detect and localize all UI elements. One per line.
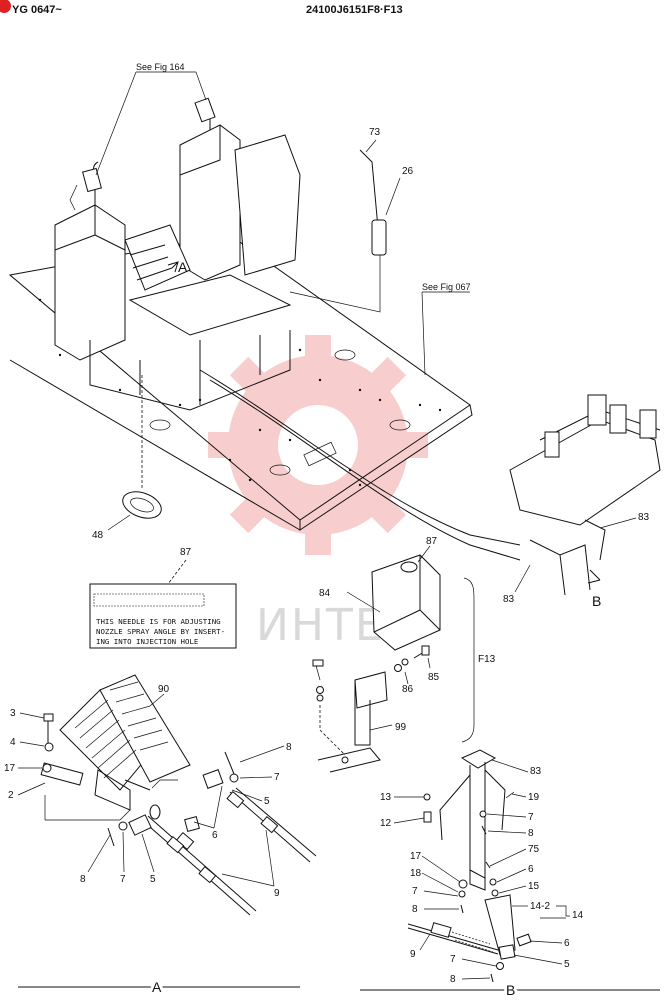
callout-7a: 7 xyxy=(274,772,280,783)
callout-19: 19 xyxy=(528,792,540,803)
callout-85: 85 xyxy=(428,672,440,683)
callout-7b: 7 xyxy=(120,874,126,885)
callout-17a: 17 xyxy=(4,763,16,774)
callout-73: 73 xyxy=(369,127,381,138)
callout-7e: 7 xyxy=(450,954,456,965)
callout-5c: 5 xyxy=(564,959,570,970)
callout-83b: 83 xyxy=(503,594,515,605)
callout-9b: 9 xyxy=(410,949,416,960)
callout-90: 90 xyxy=(158,684,170,695)
ref-fig-067: See Fig 067 xyxy=(422,282,471,292)
header-right-ref: 24100J6151F8·F13 xyxy=(306,4,403,16)
callout-87a: 87 xyxy=(180,547,192,558)
callout-75: 75 xyxy=(528,844,540,855)
needle-tool xyxy=(289,139,401,313)
callout-8c: 8 xyxy=(528,828,534,839)
note-line-3: ING INTO INJECTION HOLE xyxy=(96,637,198,646)
callout-15: 15 xyxy=(528,881,540,892)
callout-18: 18 xyxy=(410,868,422,879)
callout-17b: 17 xyxy=(410,851,422,862)
pedal-assembly xyxy=(40,674,317,916)
note-line-1: THIS NEEDLE IS FOR ADJUSTING xyxy=(96,617,221,626)
callout-8e: 8 xyxy=(450,974,456,985)
callout-13: 13 xyxy=(380,792,392,803)
callout-86: 86 xyxy=(402,684,414,695)
group-f13: F13 xyxy=(478,654,496,665)
corner-marker xyxy=(0,0,11,13)
callout-2: 2 xyxy=(8,790,14,801)
callout-48: 48 xyxy=(92,530,104,541)
callout-14: 14 xyxy=(572,910,584,921)
callout-12: 12 xyxy=(380,818,392,829)
callout-84: 84 xyxy=(319,588,331,599)
callout-5b: 5 xyxy=(150,874,156,885)
caution-label-plate: THIS NEEDLE IS FOR ADJUSTING NOZZLE SPRA… xyxy=(89,559,237,649)
container-bracket xyxy=(312,545,441,773)
callout-14-2: 14-2 xyxy=(530,901,550,912)
arrow-label-b: B xyxy=(592,593,601,609)
callout-8b: 8 xyxy=(80,874,86,885)
callout-9a: 9 xyxy=(274,888,280,899)
callout-4: 4 xyxy=(10,737,16,748)
callout-83a: 83 xyxy=(638,512,650,523)
view-b-label: B xyxy=(506,982,515,998)
callout-99: 99 xyxy=(395,722,407,733)
callout-87b: 87 xyxy=(426,536,438,547)
callout-3: 3 xyxy=(10,708,16,719)
ref-fig-164: See Fig 164 xyxy=(136,62,185,72)
callout-6a: 6 xyxy=(212,830,218,841)
callout-6c: 6 xyxy=(564,938,570,949)
callout-7d: 7 xyxy=(412,886,418,897)
callout-83c: 83 xyxy=(530,766,542,777)
operator-seat-assembly: A xyxy=(54,97,301,411)
callout-5a: 5 xyxy=(264,796,270,807)
view-a-label: A xyxy=(152,979,162,995)
note-line-2: NOZZLE SPRAY ANGLE BY INSERT- xyxy=(96,627,225,636)
arrow-label-a: A xyxy=(178,259,188,275)
callout-26: 26 xyxy=(402,166,414,177)
callout-6b: 6 xyxy=(528,864,534,875)
callout-8a: 8 xyxy=(286,742,292,753)
control-valve: B xyxy=(509,394,661,609)
header-left-ref: YG 0647~ xyxy=(12,4,62,16)
grommet xyxy=(107,375,162,531)
linkage-bracket-assembly xyxy=(407,749,532,983)
callout-7c: 7 xyxy=(528,812,534,823)
callout-8d: 8 xyxy=(412,904,418,915)
watermark-logo xyxy=(208,335,428,555)
